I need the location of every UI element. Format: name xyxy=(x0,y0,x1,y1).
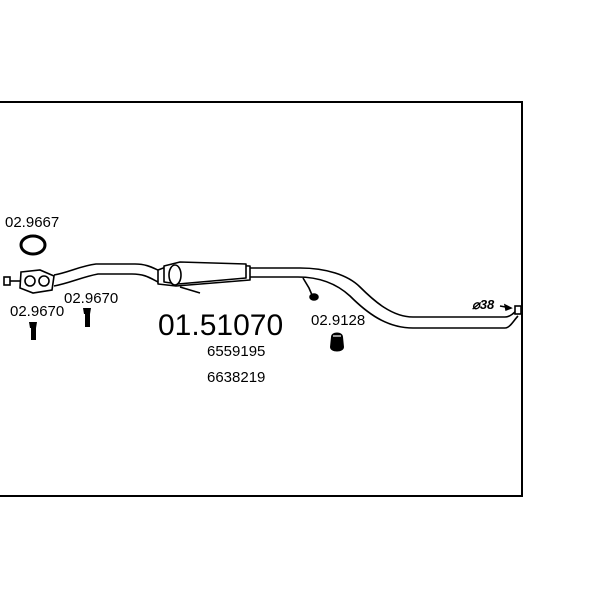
exhaust-pipe xyxy=(53,263,519,329)
oe-number-1: 6559195 xyxy=(207,343,265,360)
front-flange xyxy=(3,269,55,294)
pipe-diameter-label: ⌀38 xyxy=(472,297,495,312)
hanger-part-label: 02.9128 xyxy=(311,312,365,329)
gasket-part-label: 02.9667 xyxy=(5,214,59,231)
oe-number-2: 6638219 xyxy=(207,369,265,386)
bolt-icon-right xyxy=(83,308,91,327)
drawing-frame xyxy=(0,101,523,497)
bolt-part-label-right: 02.9670 xyxy=(64,290,118,307)
diameter-arrow xyxy=(499,303,513,312)
rubber-hanger-icon xyxy=(330,332,344,352)
center-silencer xyxy=(157,261,251,294)
gasket-ring-icon xyxy=(19,234,47,256)
rear-outlet xyxy=(514,305,522,315)
bolt-part-label-left: 02.9670 xyxy=(10,303,64,320)
hanger-bracket xyxy=(302,277,319,301)
bolt-icon-left xyxy=(29,322,37,340)
main-part-number: 01.51070 xyxy=(158,309,283,342)
